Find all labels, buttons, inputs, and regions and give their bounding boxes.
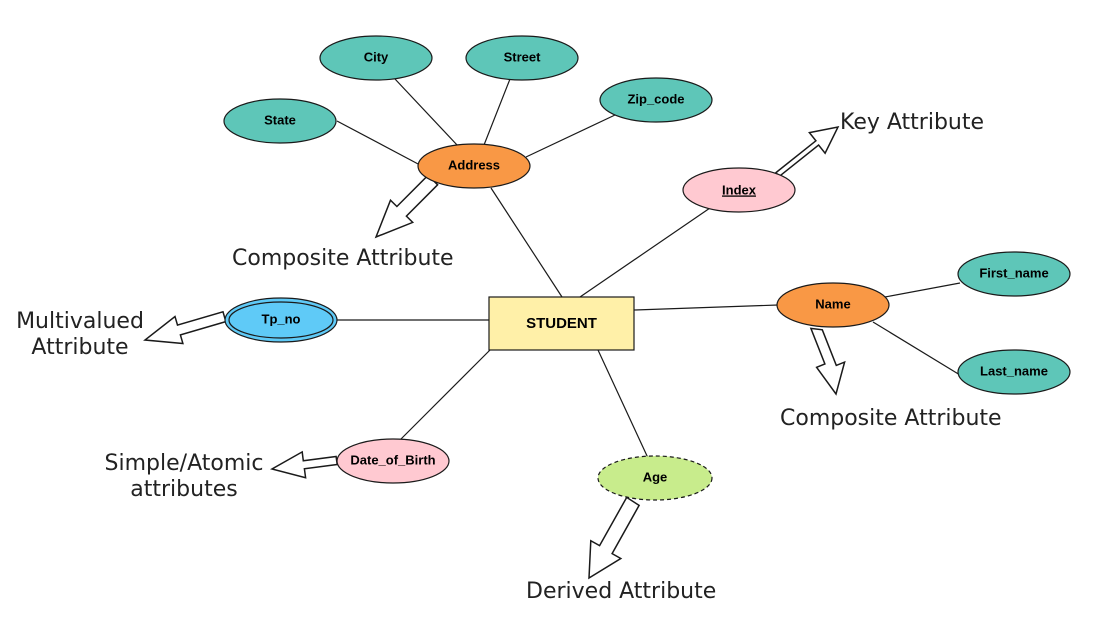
attribute-address: Address <box>417 143 531 189</box>
ellipse-zip-code <box>599 77 713 123</box>
attribute-index: Index <box>682 167 796 213</box>
entity-label: STUDENT <box>526 315 597 332</box>
attribute-tp-no: Tp_no <box>224 297 338 343</box>
connectors <box>336 78 961 459</box>
ellipse-city <box>319 35 433 81</box>
ellipse-date-of-birth <box>336 438 450 484</box>
attribute-age: Age <box>597 455 713 501</box>
annotation-composite-address: Composite Attribute <box>232 246 454 271</box>
arrow-simple-atomic <box>270 450 339 479</box>
attribute-first-name: First_name <box>957 251 1071 297</box>
ellipse-name <box>776 282 890 328</box>
arrow-multivalued <box>143 310 227 345</box>
label-zip-code: Zip_code <box>627 91 684 106</box>
label-street: Street <box>504 49 542 64</box>
entity-student: STUDENT <box>488 296 635 351</box>
connector-name-student <box>633 304 779 311</box>
annotation-arrows <box>143 125 846 580</box>
ellipse-state <box>223 98 337 144</box>
label-tp-no: Tp_no <box>262 311 301 326</box>
arrow-derived <box>588 496 641 580</box>
connector-firstname-name <box>884 282 961 298</box>
annotation-simple-line1: Simple/Atomic <box>105 451 264 476</box>
ellipse-tp-no-outer <box>224 297 338 343</box>
connector-state-address <box>336 120 421 166</box>
attribute-name: Name <box>776 282 890 328</box>
attribute-zip-code: Zip_code <box>599 77 713 123</box>
connector-age-student <box>597 349 649 459</box>
annotation-labels: Key Attribute Composite Attribute Compos… <box>16 110 1001 604</box>
arrow-key-attribute <box>775 125 840 178</box>
annotation-multivalued-line1: Multivalued <box>16 309 144 334</box>
ellipse-first-name <box>957 251 1071 297</box>
annotation-derived-attribute: Derived Attribute <box>526 579 716 604</box>
attribute-last-name: Last_name <box>957 349 1071 395</box>
annotation-simple-line2: attributes <box>130 477 237 502</box>
label-date-of-birth: Date_of_Birth <box>350 452 435 467</box>
label-state: State <box>264 112 296 127</box>
label-address: Address <box>448 157 500 172</box>
arrow-composite-address <box>374 174 439 239</box>
connector-lastname-name <box>872 321 961 376</box>
connector-city-address <box>394 78 459 147</box>
label-name: Name <box>815 296 850 311</box>
label-city: City <box>364 49 389 64</box>
arrow-composite-name <box>809 327 846 396</box>
label-first-name: First_name <box>979 265 1048 280</box>
annotation-multivalued-line2: Attribute <box>31 335 128 360</box>
attribute-state: State <box>223 98 337 144</box>
ellipse-address <box>417 143 531 189</box>
ellipse-tp-no-inner <box>228 301 334 339</box>
connector-address-student <box>490 187 563 298</box>
connector-zipcode-address <box>525 114 616 158</box>
connector-dob-student <box>399 349 491 441</box>
connector-street-address <box>483 78 511 146</box>
label-last-name: Last_name <box>980 363 1048 378</box>
label-age: Age <box>643 469 668 484</box>
annotation-composite-name: Composite Attribute <box>780 406 1002 431</box>
attribute-date-of-birth: Date_of_Birth <box>336 438 450 484</box>
connector-index-student <box>579 207 711 298</box>
ellipse-index <box>682 167 796 213</box>
ellipse-last-name <box>957 349 1071 395</box>
entity-box <box>488 296 635 351</box>
attribute-city: City <box>319 35 433 81</box>
ellipse-street <box>465 35 579 81</box>
label-index-key: Index <box>722 182 757 197</box>
ellipse-age-derived <box>597 455 713 501</box>
annotation-key-attribute: Key Attribute <box>840 110 984 135</box>
attribute-street: Street <box>465 35 579 81</box>
